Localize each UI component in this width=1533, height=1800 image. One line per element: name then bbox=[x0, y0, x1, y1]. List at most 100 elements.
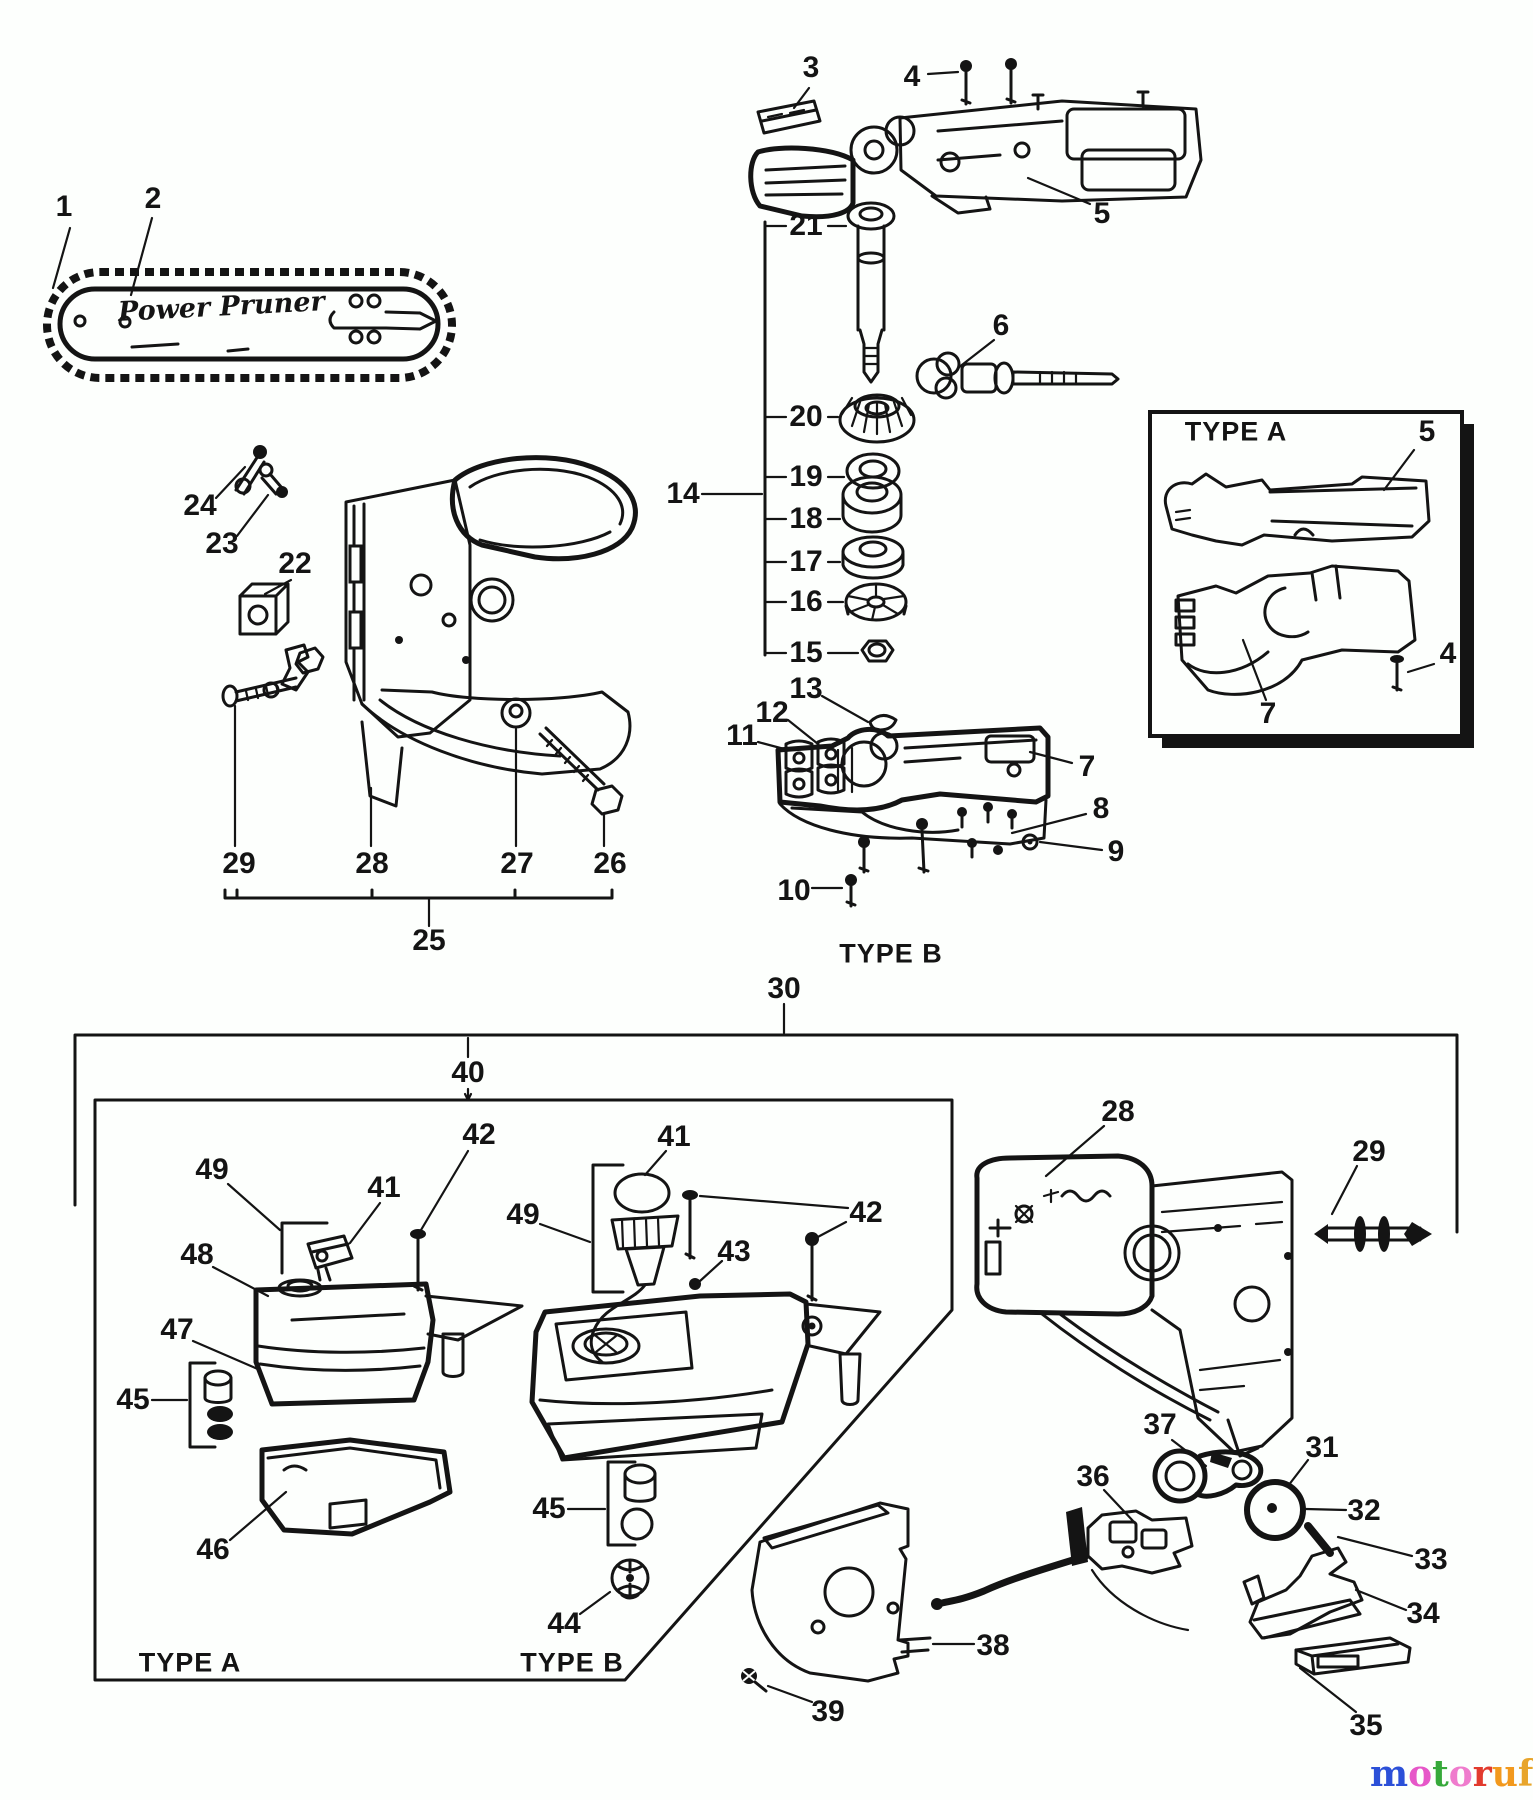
callout-27: 27 bbox=[500, 847, 534, 880]
callout-19: 19 bbox=[789, 460, 823, 493]
callout-18: 18 bbox=[789, 502, 823, 535]
washer-cup-17-sketch bbox=[841, 535, 905, 580]
engine-housing-28-right-sketch bbox=[974, 1153, 1294, 1458]
callout-7-inset: 7 bbox=[1259, 697, 1277, 730]
callout-37: 37 bbox=[1143, 1408, 1177, 1441]
watermark-letter: r bbox=[1472, 1753, 1492, 1795]
fuel-cap-49-mid-sketch bbox=[589, 1214, 680, 1364]
callout-49-left: 49 bbox=[195, 1153, 229, 1186]
callout-42-mid: 42 bbox=[849, 1196, 883, 1229]
grommet-43-sketch bbox=[689, 1278, 701, 1290]
washer-27-sketch bbox=[500, 697, 532, 729]
watermark-letter: o bbox=[1448, 1753, 1473, 1795]
callout-25: 25 bbox=[412, 924, 446, 957]
callout-42-left: 42 bbox=[462, 1118, 496, 1151]
callout-9: 9 bbox=[1107, 835, 1125, 868]
lever-37-sketch bbox=[1152, 1448, 1264, 1504]
disc-31-32-sketch bbox=[1244, 1479, 1306, 1541]
callout-24: 24 bbox=[183, 489, 217, 522]
callout-13: 13 bbox=[789, 672, 823, 705]
callout-36: 36 bbox=[1076, 1460, 1110, 1493]
callout-46: 46 bbox=[196, 1533, 230, 1566]
watermark-letter: f bbox=[1517, 1753, 1533, 1795]
screws-8-sketch bbox=[957, 802, 1017, 859]
callout-22: 22 bbox=[278, 547, 312, 580]
tank-cover-46-sketch bbox=[259, 1437, 453, 1537]
callout-48: 48 bbox=[180, 1238, 214, 1271]
callout-7-typeb: 7 bbox=[1078, 750, 1096, 783]
fuel-tank-typeb-sketch bbox=[529, 1291, 882, 1462]
callout-28-right: 28 bbox=[1101, 1095, 1135, 1128]
bar-plate-3-sketch bbox=[756, 99, 822, 135]
callout-16: 16 bbox=[789, 585, 823, 618]
callout-14: 14 bbox=[666, 477, 700, 510]
bolt-29-right-sketch bbox=[1314, 1216, 1432, 1252]
type-b-gear-head-7-sketch bbox=[775, 714, 1051, 846]
vent-44-sketch bbox=[610, 1558, 650, 1600]
callout-45-mid: 45 bbox=[532, 1492, 566, 1525]
callout-11: 11 bbox=[726, 719, 758, 752]
type-a-label-inset: TYPE A bbox=[1184, 416, 1288, 447]
type-a-inset-box bbox=[1148, 410, 1474, 748]
gear-head-5-sketch bbox=[748, 90, 1203, 220]
bolt-10-sketch bbox=[845, 874, 857, 908]
callout-3: 3 bbox=[802, 51, 820, 84]
screws-4-top-sketch bbox=[960, 58, 1017, 106]
screw-39-sketch bbox=[741, 1668, 768, 1693]
guide-bar-brand-text: Power Pruner bbox=[117, 286, 326, 328]
callout-29-right: 29 bbox=[1352, 1135, 1386, 1168]
watermark-letter: u bbox=[1491, 1753, 1518, 1795]
callout-33: 33 bbox=[1414, 1543, 1448, 1576]
pin-33-sketch bbox=[1304, 1522, 1334, 1557]
callout-29-left: 29 bbox=[222, 847, 256, 880]
callout-17: 17 bbox=[789, 545, 823, 578]
bolt-26-sketch bbox=[538, 726, 624, 816]
fan-cover-38-sketch bbox=[750, 1501, 932, 1683]
callout-32: 32 bbox=[1347, 1494, 1381, 1527]
group-brackets bbox=[73, 220, 1459, 1682]
bearing-18-sketch bbox=[841, 475, 903, 534]
type-b-label-bottom: TYPE B bbox=[520, 1647, 624, 1678]
throttle-36-sketch bbox=[931, 1507, 1194, 1632]
nut-15-sketch bbox=[860, 639, 895, 663]
callout-39: 39 bbox=[811, 1695, 845, 1728]
screw-42-left-sketch bbox=[410, 1229, 426, 1292]
callout-44: 44 bbox=[547, 1607, 581, 1640]
guide-bar-chain-sketch bbox=[43, 268, 456, 382]
callout-23: 23 bbox=[205, 527, 239, 560]
callout-34: 34 bbox=[1406, 1597, 1440, 1630]
plate-35-sketch bbox=[1294, 1636, 1412, 1676]
screw-42-mid-sketch bbox=[682, 1190, 698, 1260]
watermark-letter: o bbox=[1408, 1753, 1433, 1795]
callout-38: 38 bbox=[976, 1629, 1010, 1662]
callout-5-inset: 5 bbox=[1418, 415, 1436, 448]
spindle-21-sketch bbox=[846, 201, 896, 384]
callout-30: 30 bbox=[767, 972, 801, 1005]
fuel-tank-48-47-sketch bbox=[253, 1278, 524, 1407]
type-a-label-bottom: TYPE A bbox=[138, 1647, 242, 1678]
callout-31: 31 bbox=[1305, 1431, 1339, 1464]
callout-6: 6 bbox=[992, 309, 1010, 342]
watermark-motoruf: motoruf.de bbox=[1370, 1756, 1533, 1792]
callout-1: 1 bbox=[55, 190, 73, 223]
callout-28-left: 28 bbox=[355, 847, 389, 880]
pinion-6-sketch bbox=[915, 351, 1120, 400]
callout-5-top: 5 bbox=[1093, 197, 1111, 230]
leader-lines bbox=[51, 70, 1436, 1714]
callout-35: 35 bbox=[1349, 1709, 1383, 1742]
bracket-34-sketch bbox=[1242, 1546, 1364, 1640]
cap-ring-41-mid-sketch bbox=[613, 1172, 671, 1214]
callout-21: 21 bbox=[789, 209, 823, 242]
callout-4-top: 4 bbox=[903, 60, 921, 93]
bolts-under-7-sketch bbox=[858, 818, 930, 874]
square-nut-22-sketch bbox=[238, 582, 290, 636]
callout-26: 26 bbox=[593, 847, 627, 880]
screw-42-right-sketch bbox=[805, 1232, 819, 1302]
watermark-letter: t bbox=[1432, 1753, 1449, 1795]
watermark-letter: m bbox=[1370, 1753, 1409, 1795]
callout-10: 10 bbox=[777, 874, 811, 907]
bevel-gear-20-sketch bbox=[838, 393, 916, 444]
callout-40: 40 bbox=[451, 1056, 485, 1089]
